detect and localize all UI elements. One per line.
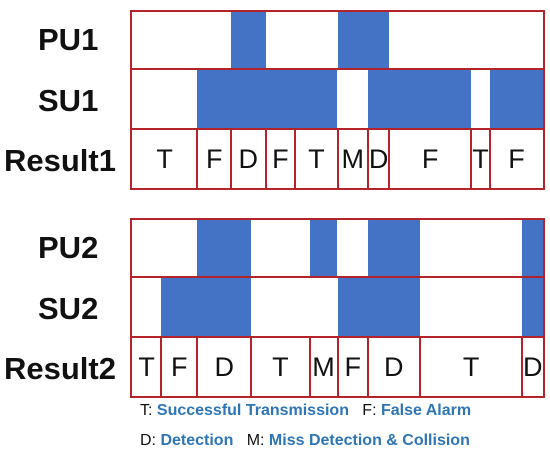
cell-divider (488, 130, 491, 188)
cell-divider (366, 130, 369, 188)
legend-key-t: T: (140, 402, 157, 419)
legend-value-m: Miss Detection & Collision (268, 432, 470, 449)
cell-divider (388, 130, 391, 188)
result2-label: Result2 (4, 351, 116, 386)
pu1-occupied-segment (337, 12, 390, 70)
su2-label: SU2 (38, 291, 99, 326)
pu2-occupied-segment (309, 220, 338, 278)
result-cell: T (138, 351, 155, 382)
cell-divider (264, 130, 267, 188)
cell-divider (336, 130, 339, 188)
cell-divider (196, 130, 199, 188)
cell-divider (308, 338, 311, 396)
legend-line-2: D: Detection M: Miss Detection & Collisi… (140, 432, 470, 450)
result-cell: T (308, 143, 325, 174)
pu1-track (130, 10, 545, 70)
result-cell: M (312, 351, 335, 382)
cell-divider (160, 338, 163, 396)
su2-occupied-segment (337, 278, 420, 338)
result-cell: D (238, 143, 259, 174)
legend-key-f: F: (348, 402, 381, 419)
legend-value-t: Successful Transmission (156, 402, 349, 419)
result-cell: D (384, 351, 404, 382)
result-cell: T (272, 351, 289, 382)
su2-track (130, 276, 545, 338)
cell-divider (418, 338, 421, 396)
legend-line-1: T: Successful Transmission F: False Alar… (140, 402, 471, 420)
legend-key-m: M: (233, 432, 269, 449)
result-cell: F (205, 143, 223, 174)
pu2-occupied-segment (197, 220, 252, 278)
pu2-label: PU2 (38, 230, 99, 265)
su2-occupied-segment (522, 278, 543, 338)
result-cell: T (472, 143, 489, 174)
result1-label: Result1 (4, 143, 116, 178)
cell-divider (521, 338, 524, 396)
su1-occupied-segment (367, 70, 472, 130)
su2-occupied-segment (161, 278, 252, 338)
result-cell: T (156, 143, 173, 174)
su1-track (130, 68, 545, 130)
pu2-track (130, 218, 545, 278)
result-cell: M (341, 143, 364, 174)
result-cell: F (421, 143, 439, 174)
pu2-occupied-segment (522, 220, 543, 278)
su1-occupied-segment (197, 70, 338, 130)
cell-divider (196, 338, 199, 396)
cell-divider (294, 130, 297, 188)
result-cell: F (344, 351, 361, 382)
su1-label: SU1 (38, 83, 99, 118)
result-cell: D (214, 351, 235, 382)
legend-value-d: Detection (160, 432, 234, 449)
cell-divider (250, 338, 253, 396)
su1-occupied-segment (489, 70, 543, 130)
legend-value-f: False Alarm (380, 402, 472, 419)
result-cell: D (522, 351, 543, 382)
pu1-label: PU1 (38, 22, 99, 57)
pu1-occupied-segment (231, 12, 266, 70)
pu2-occupied-segment (367, 220, 420, 278)
result-cell: D (368, 143, 389, 174)
cell-divider (230, 130, 233, 188)
result-cell: F (171, 351, 188, 382)
legend-key-d: D: (140, 432, 161, 449)
cell-divider (470, 130, 473, 188)
result-cell: T (462, 351, 480, 382)
cell-divider (336, 338, 339, 396)
result-cell: F (508, 143, 525, 174)
cell-divider (366, 338, 369, 396)
result-cell: F (272, 143, 289, 174)
